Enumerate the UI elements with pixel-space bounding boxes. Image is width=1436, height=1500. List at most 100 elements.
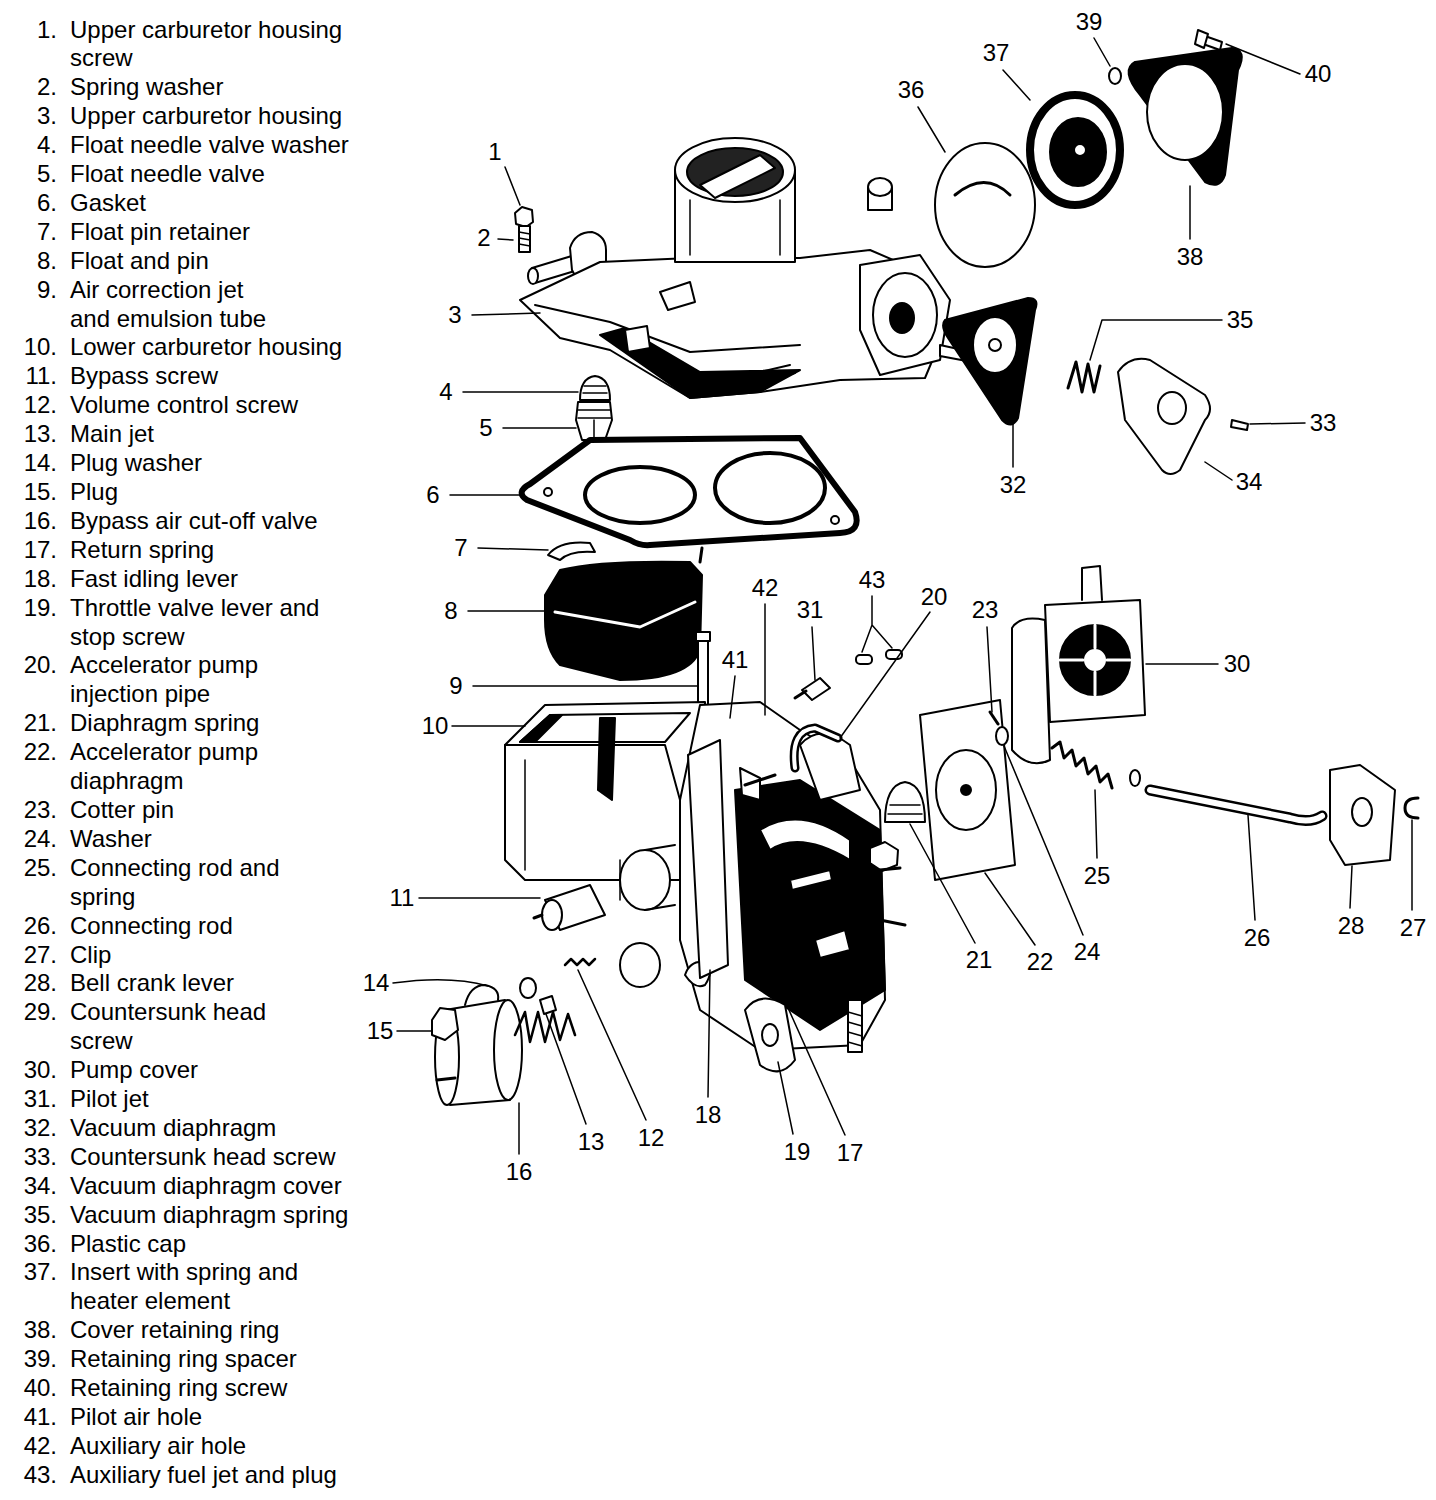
- part-name: Auxiliary fuel jet and plug: [70, 1461, 390, 1490]
- pump-parts: [961, 785, 971, 795]
- jets: [795, 691, 806, 698]
- part-number: 6.: [0, 189, 57, 218]
- parts-list-row: 22.Accelerator pump diaphragm: [0, 738, 390, 796]
- leader-lines: [397, 1030, 431, 1032]
- part-name: Vacuum diaphragm spring: [70, 1201, 390, 1230]
- throttle-lever: [762, 1024, 778, 1046]
- parts-list-row: 25.Connecting rod and spring: [0, 854, 390, 912]
- part-name: Washer: [70, 825, 390, 854]
- part-name: Float and pin: [70, 247, 390, 276]
- pump-parts: [1150, 790, 1322, 821]
- gasket: [585, 467, 695, 523]
- callout-number: 3: [446, 303, 463, 327]
- leader-lines: [1004, 746, 1083, 935]
- part-number: 8.: [0, 247, 57, 276]
- part-number: 20.: [0, 651, 57, 709]
- upper-housing: [535, 305, 800, 352]
- part-name: Cotter pin: [70, 796, 390, 825]
- leader-lines: [473, 685, 697, 687]
- upper-housing: [700, 155, 775, 198]
- part-number: 16.: [0, 507, 57, 536]
- callout-number: 2: [475, 226, 492, 250]
- part-number: 2.: [0, 73, 57, 102]
- parts-list-row: 29.Countersunk head screw: [0, 998, 390, 1056]
- callout-number: 31: [795, 598, 826, 622]
- screw: [515, 207, 533, 252]
- callout-number: 6: [424, 483, 441, 507]
- part-number: 22.: [0, 738, 57, 796]
- lower-housing: [760, 820, 850, 860]
- gasket: [522, 438, 857, 545]
- parts-list-row: 2. Spring washer: [0, 73, 390, 102]
- leader-lines: [780, 990, 845, 1135]
- callout-number: 42: [750, 576, 781, 600]
- parts-list: 1.Upper carburetor housing screw2.Spring…: [0, 16, 390, 1490]
- upper-housing: [675, 138, 795, 202]
- part-name: Upper carburetor housing screw: [70, 16, 360, 74]
- pump-parts: [888, 805, 922, 814]
- callout-number: 9: [447, 674, 464, 698]
- leader-lines: [1012, 424, 1014, 467]
- parts-list-row: 24.Washer: [0, 825, 390, 854]
- choke-cover: [1129, 48, 1242, 185]
- callout-number: 24: [1072, 940, 1103, 964]
- part-number: 36.: [0, 1230, 57, 1259]
- part-name: Spring washer: [70, 73, 390, 102]
- part-number: 35.: [0, 1201, 57, 1230]
- lower-housing: [524, 760, 526, 870]
- bypass-parts: [432, 885, 605, 1105]
- jets: [856, 655, 872, 664]
- needle-valve: [578, 410, 611, 440]
- upper-housing: [520, 138, 972, 398]
- part-name: Plug washer: [70, 449, 390, 478]
- upper-housing: [890, 303, 914, 333]
- part-number: 31.: [0, 1085, 57, 1114]
- choke-cover: [1195, 30, 1208, 48]
- callout-number: 18: [693, 1103, 724, 1127]
- leader-lines: [1411, 820, 1413, 910]
- leader-lines: [419, 897, 540, 899]
- part-name: Retaining ring spacer: [70, 1345, 390, 1374]
- part-number: 38.: [0, 1316, 57, 1345]
- pump-cover: [1082, 566, 1102, 600]
- leader-lines: [1248, 815, 1255, 920]
- gasket: [544, 488, 552, 496]
- part-name: Return spring: [70, 536, 390, 565]
- leader-lines: [764, 604, 766, 715]
- pump-parts: [1330, 765, 1395, 865]
- part-name: Lower carburetor housing: [70, 333, 390, 362]
- leader-lines: [518, 1103, 520, 1154]
- vacuum-unit: [1231, 420, 1248, 430]
- lower-housing: [870, 842, 898, 871]
- leader-lines: [393, 980, 488, 986]
- pump-parts: [1130, 770, 1140, 786]
- parts-list-row: 33.Countersunk head screw: [0, 1143, 390, 1172]
- part-number: 13.: [0, 420, 57, 449]
- bypass-parts: [515, 1012, 575, 1042]
- part-name: Pump cover: [70, 1056, 390, 1085]
- part-number: 7.: [0, 218, 57, 247]
- carburetor-illustration: [393, 30, 1418, 1154]
- leader-lines: [1226, 44, 1300, 74]
- choke-cover: [1147, 64, 1223, 160]
- vacuum-unit: [1118, 359, 1210, 474]
- upper-housing: [528, 268, 538, 284]
- leader-lines: [1189, 186, 1191, 239]
- part-name: Insert with spring and heater element: [70, 1258, 340, 1316]
- callout-number: 41: [720, 648, 751, 672]
- part-name: Main jet: [70, 420, 390, 449]
- parts-list-row: 34.Vacuum diaphragm cover: [0, 1172, 390, 1201]
- part-number: 39.: [0, 1345, 57, 1374]
- leader-lines: [450, 494, 522, 496]
- pump-cover: [1012, 619, 1050, 764]
- parts-list-row: 4.Float needle valve washer: [0, 131, 390, 160]
- parts-list-row: 21.Diaphragm spring: [0, 709, 390, 738]
- float: [555, 602, 695, 627]
- parts-list-row: 35. Vacuum diaphragm spring: [0, 1201, 390, 1230]
- emulsion-tube: [696, 632, 710, 641]
- part-number: 37.: [0, 1258, 57, 1316]
- needle-valve: [576, 376, 612, 440]
- callout-number: 15: [365, 1019, 396, 1043]
- callout-number: 16: [504, 1160, 535, 1184]
- callout-number: 27: [1398, 916, 1429, 940]
